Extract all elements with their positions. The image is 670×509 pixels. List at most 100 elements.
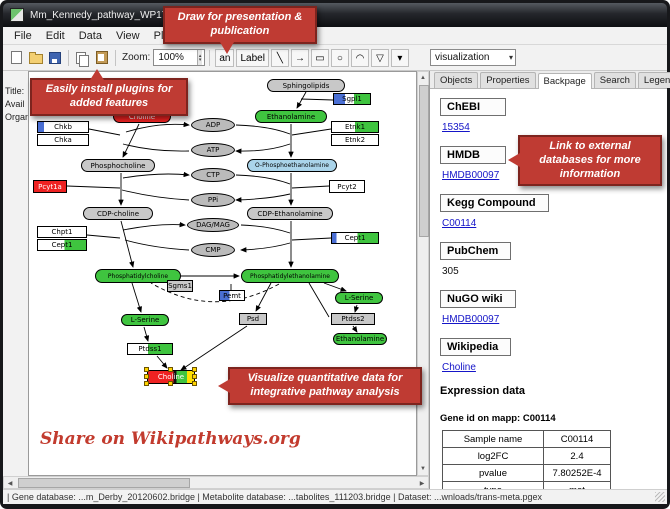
pathway-node-etnk2[interactable]: Etnk2 <box>331 134 379 146</box>
tab-search[interactable]: Search <box>593 72 636 88</box>
tab-backpage[interactable]: Backpage <box>537 73 592 89</box>
pathway-node-cept1[interactable]: Cept1 <box>37 239 87 251</box>
pathway-node-o-phosphoethanolamine[interactable]: O-Phosphoethanolamine <box>247 159 337 172</box>
tab-properties[interactable]: Properties <box>480 72 536 88</box>
left-properties-strip: Title:AvailOrgani <box>3 71 28 476</box>
pathway-node-ptdss2[interactable]: Ptdss2 <box>331 313 375 325</box>
backpage-link-15354[interactable]: 15354 <box>442 122 470 133</box>
selection-handle[interactable] <box>168 367 173 372</box>
spinner-icon[interactable]: ▴▾ <box>196 50 203 65</box>
menu-item-data[interactable]: Data <box>78 29 102 42</box>
pathway-node-l-serine[interactable]: L-Serine <box>335 292 383 304</box>
callout-pointer-icon <box>508 153 520 167</box>
pathway-node-pcyt1a[interactable]: Pcyt1a <box>33 180 67 193</box>
pathway-node-phosphatidylethanolamine[interactable]: Phosphatidylethanolamine <box>241 269 339 283</box>
pathway-node-sgpl1[interactable]: Sgpl1 <box>333 93 371 105</box>
pathway-node-sphingolipids[interactable]: Sphingolipids <box>267 79 345 92</box>
vertical-scrollbar-thumb[interactable] <box>419 85 429 237</box>
save-button[interactable] <box>45 48 64 68</box>
pathway-node-l-serine[interactable]: L-Serine <box>121 314 169 326</box>
backpage-link-choline[interactable]: Choline <box>442 362 476 373</box>
pathway-node-psd[interactable]: Psd <box>239 313 267 325</box>
backpage-header-hmdb: HMDB <box>440 146 506 164</box>
oval-tool[interactable]: ○ <box>330 49 349 68</box>
expression-cell: 7.80252E-4 <box>543 464 611 482</box>
menu-item-edit[interactable]: Edit <box>45 29 65 42</box>
scroll-down-icon[interactable]: ▼ <box>420 466 426 472</box>
open-button[interactable] <box>26 48 45 68</box>
rectangle-tool[interactable]: ▭ <box>310 49 329 68</box>
selection-handle[interactable] <box>144 381 149 386</box>
pathway-node-chkb[interactable]: Chkb <box>37 121 89 133</box>
scroll-right-icon[interactable]: ▶ <box>419 480 425 487</box>
toolbar-separator <box>115 49 116 66</box>
pathway-node-cdp-ethanolamine[interactable]: CDP-Ethanolamine <box>247 207 333 220</box>
copy-button[interactable] <box>73 48 92 68</box>
label-tool[interactable]: Label <box>236 49 269 68</box>
pathway-node-dag-mag[interactable]: DAG/MAG <box>187 218 239 232</box>
zoom-value: 100% <box>158 52 184 63</box>
save-disk-icon <box>48 51 61 64</box>
expression-cell: type <box>442 481 544 489</box>
visualization-combobox[interactable]: visualization ▾ <box>430 49 516 66</box>
pathway-node-ptdss1[interactable]: Ptdss1 <box>127 343 173 355</box>
selection-handle[interactable] <box>192 381 197 386</box>
scroll-left-icon[interactable]: ◀ <box>7 480 13 487</box>
new-file-icon <box>11 51 22 64</box>
scroll-up-icon[interactable]: ▲ <box>420 75 426 81</box>
pathway-node-cmp[interactable]: CMP <box>191 243 235 257</box>
pathway-node-pemt[interactable]: Pemt <box>219 290 245 301</box>
main-area: Title:AvailOrgani <box>3 71 670 489</box>
pathway-node-ethanolamine[interactable]: Ethanolamine <box>255 110 327 123</box>
arrow-tool[interactable]: → <box>290 49 309 68</box>
pathway-edges <box>66 91 360 371</box>
pathway-node-pcyt2[interactable]: Pcyt2 <box>329 180 365 193</box>
new-button[interactable] <box>7 48 26 68</box>
pathway-node-etnk1[interactable]: Etnk1 <box>331 121 379 133</box>
pathway-node-cept1[interactable]: Cept1 <box>331 232 379 244</box>
line-tool[interactable]: ╲ <box>270 49 289 68</box>
backpage-header-chebi: ChEBI <box>440 98 506 116</box>
pathway-node-phosphocholine[interactable]: Phosphocholine <box>81 159 155 172</box>
pathway-node-phosphatidylcholine[interactable]: Phosphatidylcholine <box>95 269 181 283</box>
pathway-node-ppi[interactable]: PPi <box>191 193 235 207</box>
tab-legend[interactable]: Legend <box>637 72 670 88</box>
resize-grip-icon[interactable] <box>655 492 665 502</box>
zoom-combobox[interactable]: 100% ▴▾ <box>153 49 206 66</box>
callout-external-databases: Link to external databases for more info… <box>508 135 662 187</box>
menu-item-view[interactable]: View <box>115 29 140 42</box>
vertical-scrollbar[interactable]: ▲ ▼ <box>417 71 429 476</box>
paste-button[interactable] <box>92 48 111 68</box>
triangle-tool[interactable]: ▽ <box>370 49 389 68</box>
menu-item-file[interactable]: File <box>14 29 32 42</box>
backpage-link-hmdb00097[interactable]: HMDB00097 <box>442 170 500 181</box>
pathway-node-chpt1[interactable]: Chpt1 <box>37 226 87 238</box>
tab-objects[interactable]: Objects <box>434 72 479 88</box>
pathway-node-cdp-choline[interactable]: CDP-choline <box>83 207 153 220</box>
pathway-node-chka[interactable]: Chka <box>37 134 89 146</box>
selection-handle[interactable] <box>144 374 149 379</box>
horizontal-scrollbar-thumb[interactable] <box>18 478 190 488</box>
backpage-header-nugo-wiki: NuGO wiki <box>440 290 516 308</box>
arc-tool[interactable]: ◠ <box>350 49 369 68</box>
pathway-node-atp[interactable]: ATP <box>191 143 235 157</box>
pathway-node-adp[interactable]: ADP <box>191 118 235 132</box>
horizontal-scrollbar[interactable]: ◀ ▶ <box>3 476 429 489</box>
selection-handle[interactable] <box>168 381 173 386</box>
side-panel: ObjectsPropertiesBackpageSearchLegend Ch… <box>429 71 670 489</box>
pathway-node-sgms1[interactable]: Sgms1 <box>167 280 193 292</box>
pathway-node-ctp[interactable]: CTP <box>191 168 235 182</box>
selection-handle[interactable] <box>192 374 197 379</box>
backpage-link-c00114[interactable]: C00114 <box>442 218 477 229</box>
selection-handle[interactable] <box>144 367 149 372</box>
selection-handle[interactable] <box>192 367 197 372</box>
title-bar[interactable]: Mm_Kennedy_pathway_WP1771_45176.gpml <box>3 3 667 27</box>
template-dropdown[interactable]: ▾ <box>390 49 409 68</box>
pathway-node-ethanolamine[interactable]: Ethanolamine <box>333 333 387 345</box>
backpage-link-hmdb00097[interactable]: HMDB00097 <box>442 314 500 325</box>
